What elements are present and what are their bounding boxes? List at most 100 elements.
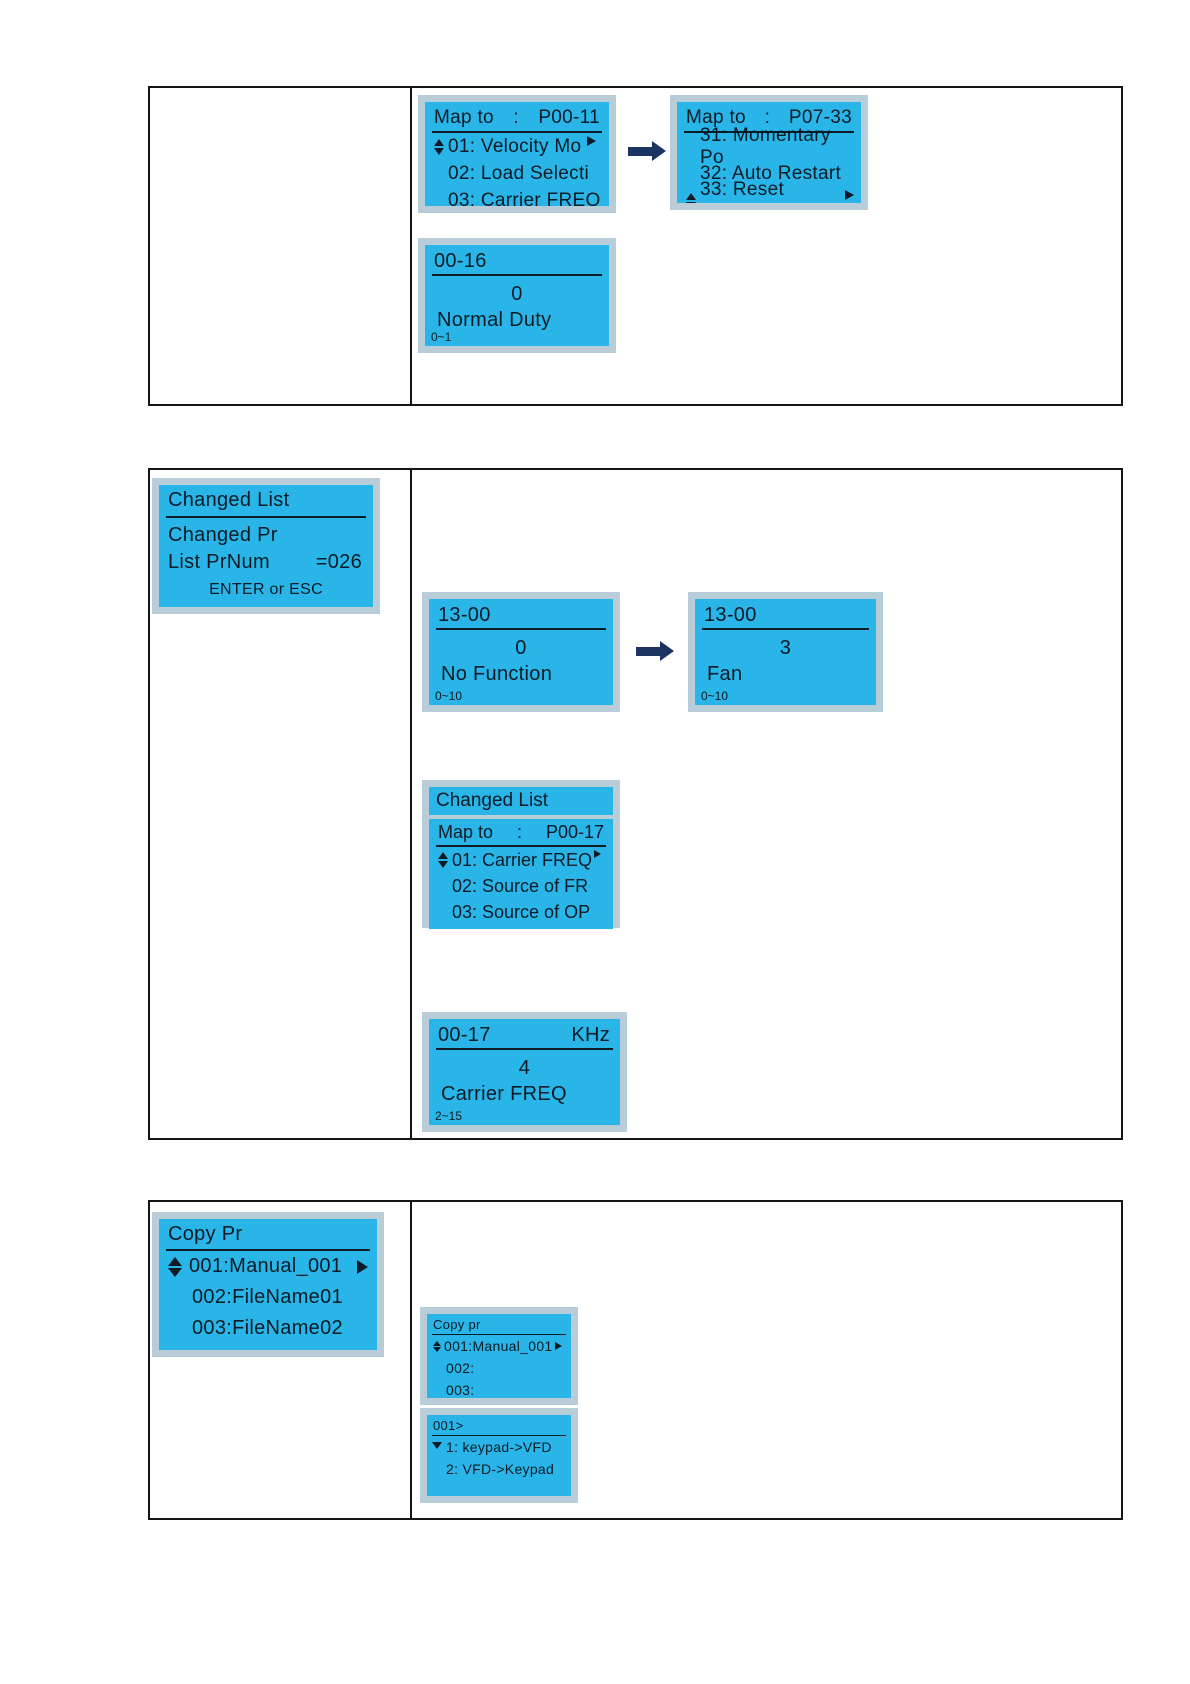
updown-arrow-icon [684, 192, 697, 203]
file-item-label: 003:FileName02 [192, 1317, 343, 1339]
cursor-right-icon [554, 1342, 562, 1350]
header-code: P00-17 [545, 822, 604, 842]
column-divider [410, 88, 412, 404]
param-label: Fan [707, 663, 743, 685]
param-label: Normal Duty [437, 309, 552, 331]
param-label: No Function [441, 663, 553, 685]
menu-item-label: 31: Momentary Po [700, 124, 831, 168]
column-divider [410, 1202, 412, 1518]
menu-item-label: 01: Velocity Mo [448, 135, 582, 157]
header-label: Map to [686, 107, 746, 128]
lcd-screen-changed-list-map: Changed List Map to : P00-17 01: Carrier… [422, 780, 620, 929]
screen-title: Copy pr [432, 1315, 566, 1335]
file-item-label: 001:Manual_001 [444, 1338, 553, 1354]
lcd-screen-param-13-00-before: 13-00 0 No Function 0~10 [422, 592, 620, 712]
screen-header: Map to : P00-11 [432, 103, 602, 133]
cursor-right-icon [357, 1259, 368, 1274]
file-item: 001:Manual_001 [166, 1251, 370, 1282]
flow-arrow-icon [636, 641, 674, 661]
menu-item: 03: Source of OP [436, 899, 606, 925]
file-item-label: 001:Manual_001 [189, 1255, 343, 1277]
updown-arrow-icon [436, 852, 449, 868]
param-value: 0 [515, 637, 527, 659]
flow-arrow-icon [628, 141, 666, 161]
lcd-screen-param-13-00-after: 13-00 3 Fan 0~10 [688, 592, 883, 712]
file-item: 003:FileName02 [166, 1313, 370, 1344]
screen-header: 13-00 [436, 600, 606, 630]
menu-item: 33: Reset Resta [684, 179, 854, 203]
header-label: Map to [438, 822, 494, 842]
updown-arrow-icon [432, 138, 445, 155]
lcd-screen-param-00-16: 00-16 0 Normal Duty 0~1 [418, 238, 616, 353]
info-line: List PrNum =026 [166, 547, 366, 574]
header-separator: : [764, 107, 771, 128]
lcd-screen-copy-pr-mini: Copy pr 001:Manual_001 002: 003: [420, 1307, 578, 1405]
lcd-screen-changed-list: Changed List Changed Pr List PrNum =026 … [152, 478, 380, 614]
screen-header: 13-00 [702, 600, 869, 630]
menu-item: 03: Carrier FREQ [432, 187, 602, 207]
menu-item-label: 02: Source of FR [452, 875, 589, 896]
menu-item: 2: VFD->Keypad [432, 1458, 566, 1480]
header-separator: : [516, 822, 522, 842]
param-code: 00-16 [434, 250, 487, 272]
header-label: Map to [434, 107, 494, 128]
file-item: 002: [432, 1357, 566, 1379]
menu-item: 01: Carrier FREQ [436, 847, 606, 873]
menu-item-label: 01: Carrier FREQ [452, 849, 593, 870]
param-value: 0 [511, 283, 523, 305]
info-line: Changed Pr [168, 524, 278, 546]
lcd-screen-copy-direction: 001> 1: keypad->VFD 2: VFD->Keypad [420, 1408, 578, 1503]
arrow-body [628, 146, 652, 156]
menu-item: 02: Load Selecti [432, 160, 602, 187]
file-item: 002:FileName01 [166, 1282, 370, 1313]
param-range: 0~10 [701, 689, 729, 703]
param-range: 2~15 [435, 1109, 463, 1123]
screen-title: 001> [432, 1416, 566, 1436]
param-range: 0~10 [435, 689, 463, 703]
screen-header: 00-17 KHz [436, 1020, 613, 1050]
header-code: P07-33 [788, 107, 852, 128]
arrow-head [652, 141, 666, 161]
menu-item-label: 33: Reset Resta [700, 178, 785, 204]
menu-item-label: 03: Carrier FREQ [448, 189, 601, 207]
screen-header: Map to : P00-17 [436, 819, 606, 847]
arrow-body [636, 646, 660, 656]
cursor-right-icon [845, 190, 854, 200]
param-code: 13-00 [438, 604, 491, 626]
file-item-label: 002: [446, 1360, 475, 1376]
param-code: 13-00 [704, 604, 757, 626]
file-item: 003: [432, 1379, 566, 1398]
lcd-screen-map-p00-11: Map to : P00-11 01: Velocity Mo 02: Load… [418, 95, 616, 213]
param-unit: KHz [571, 1024, 610, 1046]
arrow-head [660, 641, 674, 661]
file-item-label: 003: [446, 1382, 475, 1398]
menu-item-label: 03: Source of OP [452, 901, 591, 922]
info-label: List PrNum [168, 551, 270, 573]
lcd-screen-param-00-17: 00-17 KHz 4 Carrier FREQ 2~15 [422, 1012, 627, 1132]
menu-item: 01: Velocity Mo [432, 133, 602, 160]
menu-item-label: 32: Auto Restart [700, 162, 842, 184]
param-code: 00-17 [438, 1024, 491, 1046]
screen-header: 00-16 [432, 246, 602, 276]
cursor-right-icon [594, 850, 602, 858]
menu-item-label: 2: VFD->Keypad [446, 1461, 555, 1477]
menu-item: 1: keypad->VFD [432, 1436, 566, 1458]
cursor-right-icon [587, 136, 597, 146]
header-code: P00-11 [538, 107, 600, 128]
param-value: 4 [518, 1057, 531, 1079]
lcd-screen-map-p07-33: Map to : P07-33 31: Momentary Po 32: Aut… [670, 95, 868, 210]
table-section-1 [148, 86, 1123, 406]
column-divider [410, 470, 412, 1138]
menu-item: 02: Source of FR [436, 873, 606, 899]
updown-arrow-icon [166, 1256, 183, 1277]
lcd-screen-copy-pr: Copy Pr 001:Manual_001 002:FileName01 00… [152, 1212, 384, 1357]
param-value: 3 [779, 637, 792, 659]
file-item: 001:Manual_001 [432, 1335, 566, 1357]
screen-title: Changed List [429, 787, 613, 815]
file-item-label: 002:FileName01 [192, 1286, 343, 1308]
param-range: 0~1 [431, 330, 452, 344]
header-separator: : [513, 107, 519, 128]
info-footer: ENTER or ESC [209, 581, 323, 598]
param-label: Carrier FREQ [441, 1083, 567, 1105]
updown-arrow-icon [432, 1340, 441, 1352]
